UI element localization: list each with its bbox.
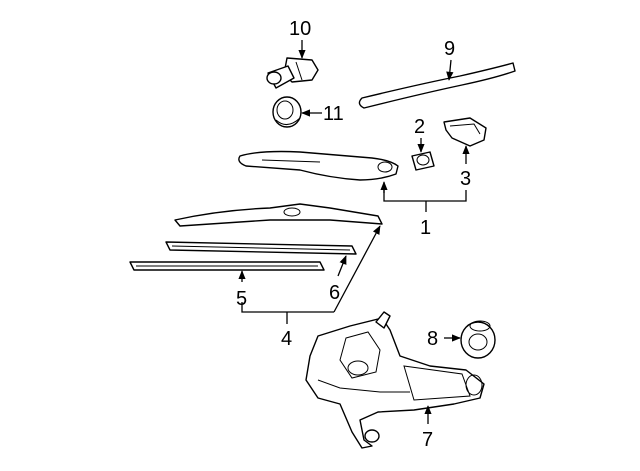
part-7-wiper-motor	[305, 311, 485, 449]
part-9-washer-hose	[358, 62, 516, 109]
part-8-motor-grommet	[460, 320, 496, 359]
callout-10: 10	[289, 18, 311, 40]
part-1-wiper-arm	[238, 150, 399, 181]
callout-9: 9	[444, 38, 455, 60]
part-2-nut	[411, 151, 435, 171]
leader-lines	[238, 40, 470, 424]
callout-4: 4	[281, 328, 292, 350]
callout-11: 11	[323, 103, 344, 125]
callout-1: 1	[420, 217, 431, 239]
callout-5: 5	[236, 288, 247, 310]
part-3-cover-cap	[443, 117, 487, 147]
part-11-grommet	[272, 96, 302, 128]
callout-7: 7	[422, 429, 433, 451]
callout-6: 6	[329, 282, 340, 304]
callout-3: 3	[460, 168, 471, 190]
part-4-blade-frame	[174, 203, 383, 227]
callout-2: 2	[414, 116, 425, 138]
part-10-washer-nozzle	[266, 57, 319, 89]
part-6-blade-insert	[165, 241, 357, 255]
part-5-blade-rubber	[129, 261, 325, 271]
callout-8: 8	[427, 328, 438, 350]
